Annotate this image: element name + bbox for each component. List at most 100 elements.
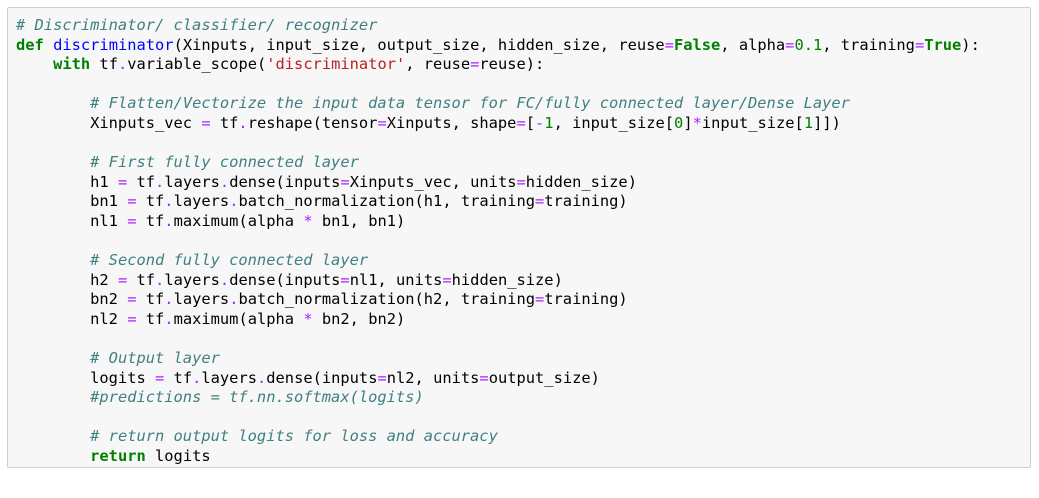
operator-token: = [479, 368, 489, 387]
operator-token: * [303, 211, 313, 230]
code-line: ​ [16, 232, 980, 252]
code-line: ​ [16, 330, 980, 350]
code-line: return logits [16, 447, 980, 467]
function-name-token: discriminator [53, 35, 174, 54]
code-text-token: h1 [16, 172, 118, 191]
code-text-token: logits [145, 447, 211, 466]
code-line: # Output layer [16, 349, 980, 369]
operator-token: . [164, 192, 174, 211]
code-text-token [16, 427, 90, 445]
operator-token: . [164, 309, 174, 328]
code-line: # return output logits for loss and accu… [16, 427, 980, 447]
code-line: # First fully connected layer [16, 153, 980, 173]
code-text-token: tf [127, 172, 156, 191]
code-text-token: Xinputs_vec, units [349, 172, 517, 191]
keyword-token: return [90, 447, 146, 466]
operator-token: . [164, 290, 174, 309]
code-text-token: h2 [16, 270, 118, 289]
code-text-token: reshape(tensor [247, 113, 378, 132]
code-text-token: output_size) [488, 368, 600, 387]
code-text-token: dense(inputs [266, 368, 378, 387]
code-line: nl2 = tf.maximum(alpha * bn2, bn2) [16, 310, 980, 330]
operator-token: . [192, 368, 202, 387]
comment-token: #predictions = tf.nn.softmax(logits) [90, 388, 424, 407]
operator-token: - [535, 113, 545, 132]
operator-token: = [442, 270, 452, 289]
code-line: ​ [16, 408, 980, 428]
code-text-token: tf [136, 192, 165, 211]
code-text-token: tf [136, 290, 165, 309]
code-line: h2 = tf.layers.dense(inputs=nl1, units=h… [16, 271, 980, 291]
operator-token: . [229, 290, 239, 309]
keyword-token: with [53, 55, 91, 74]
code-line: # Flatten/Vectorize the input data tenso… [16, 94, 980, 114]
code-text-token: layers [164, 172, 220, 191]
operator-token: = [117, 172, 128, 191]
operator-token: . [219, 172, 230, 191]
code-text-token: layers [173, 192, 230, 211]
keyword-token: False [673, 35, 721, 54]
code-line: ​ [16, 75, 980, 95]
keyword-token: True [924, 35, 962, 54]
operator-token: * [692, 113, 702, 132]
code-line: nl1 = tf.maximum(alpha * bn1, bn1) [16, 212, 980, 232]
code-text-token: nl2 [16, 309, 128, 328]
comment-token: # Discriminator/ classifier/ recognizer [16, 16, 378, 34]
code-text-token: variable_scope( [127, 55, 267, 74]
code-text-token: , alpha [720, 35, 786, 54]
code-text-token: tf [127, 270, 156, 289]
code-text-token: , training [822, 35, 915, 54]
code-text-token: , input_size[ [553, 113, 675, 132]
number-token: 1 [544, 113, 554, 132]
code-text-token: layers [201, 368, 257, 387]
code-text-token [16, 55, 53, 73]
operator-token: = [534, 290, 545, 309]
code-text-token: hidden_size) [525, 172, 637, 191]
operator-token: . [219, 270, 230, 289]
comment-token: # Flatten/Vectorize the input data tenso… [90, 94, 850, 113]
code-line: ​ [16, 134, 980, 154]
operator-token: . [164, 211, 174, 230]
code-text-token: maximum(alpha [173, 211, 304, 230]
operator-token: * [303, 309, 313, 328]
code-text-token: tf [136, 309, 165, 328]
operator-token: = [340, 172, 350, 191]
code-text-token: tf [90, 55, 118, 74]
code-text-token: bn1, bn1) [312, 211, 406, 230]
operator-token: . [117, 55, 128, 74]
code-text-token: nl2, units [386, 368, 480, 387]
operator-token: . [155, 270, 165, 289]
code-text-token: batch_normalization(h2, training [238, 290, 535, 309]
code-text-token: , reuse [405, 55, 471, 74]
code-text-token: (Xinputs, input_size, output_size, hidde… [173, 35, 665, 54]
code-text-token: training) [544, 290, 628, 309]
code-text-token [16, 153, 90, 171]
code-text-token: ]]) [813, 113, 841, 132]
keyword-token: def [16, 35, 44, 54]
number-token: 0.1 [794, 35, 823, 54]
operator-token: = [340, 270, 350, 289]
operator-token: = [117, 270, 128, 289]
code-text-token [44, 36, 53, 54]
code-line: with tf.variable_scope('discriminator', … [16, 55, 980, 75]
operator-token: . [155, 172, 165, 191]
operator-token: = [785, 35, 795, 54]
code-text-token: maximum(alpha [173, 309, 304, 328]
code-text-token: reuse): [479, 55, 545, 74]
code-text-token: ): [961, 35, 980, 54]
code-line: def discriminator(Xinputs, input_size, o… [16, 36, 980, 56]
number-token: 0 [674, 113, 684, 132]
operator-token: = [534, 192, 545, 211]
operator-token: = [664, 35, 674, 54]
code-text-token: bn2 [16, 290, 128, 309]
string-token: 'discriminator' [266, 55, 406, 74]
code-text-token: input_size[ [701, 113, 804, 132]
comment-token: # return output logits for loss and accu… [90, 427, 498, 446]
code-line: h1 = tf.layers.dense(inputs=Xinputs_vec,… [16, 173, 980, 193]
operator-token: = [470, 55, 480, 74]
operator-token: . [229, 192, 239, 211]
operator-token: = [127, 290, 137, 309]
code-text-token [16, 349, 90, 367]
